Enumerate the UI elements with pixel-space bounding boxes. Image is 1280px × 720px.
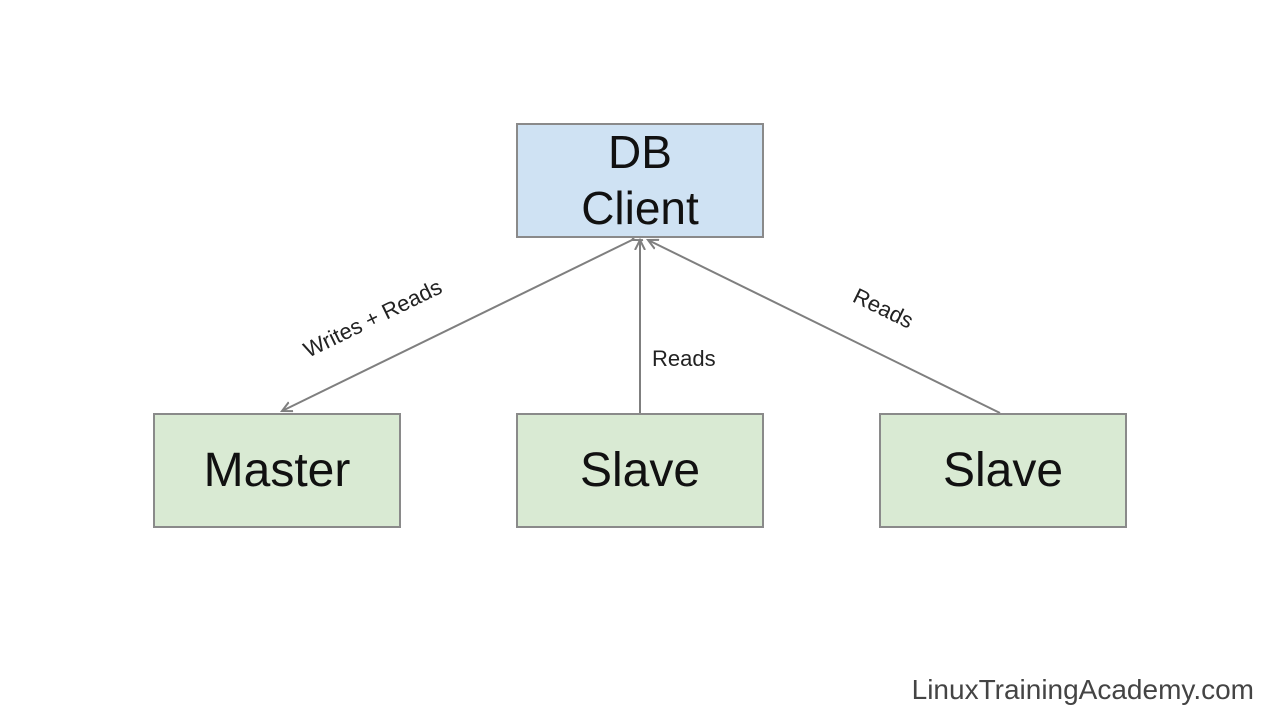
slave-node-1: Slave [516, 413, 764, 528]
master-node: Master [153, 413, 401, 528]
edge-label-writes-reads: Writes + Reads [300, 274, 446, 362]
edge-label-reads-right: Reads [849, 283, 917, 333]
slave-2-label: Slave [942, 444, 1064, 497]
edge-label-reads-center: Reads [652, 346, 716, 371]
edge-slave2-client [648, 240, 1001, 414]
slave-node-2: Slave [879, 413, 1127, 528]
slave-1-label: Slave [579, 444, 701, 497]
edge-master-client [282, 240, 632, 411]
footer-watermark: LinuxTrainingAcademy.com [911, 674, 1254, 705]
db-client-node: DB Client [516, 123, 764, 238]
db-client-label-line2: Client [581, 181, 699, 234]
master-label: Master [203, 444, 351, 497]
db-client-label-line1: DB [608, 126, 672, 179]
